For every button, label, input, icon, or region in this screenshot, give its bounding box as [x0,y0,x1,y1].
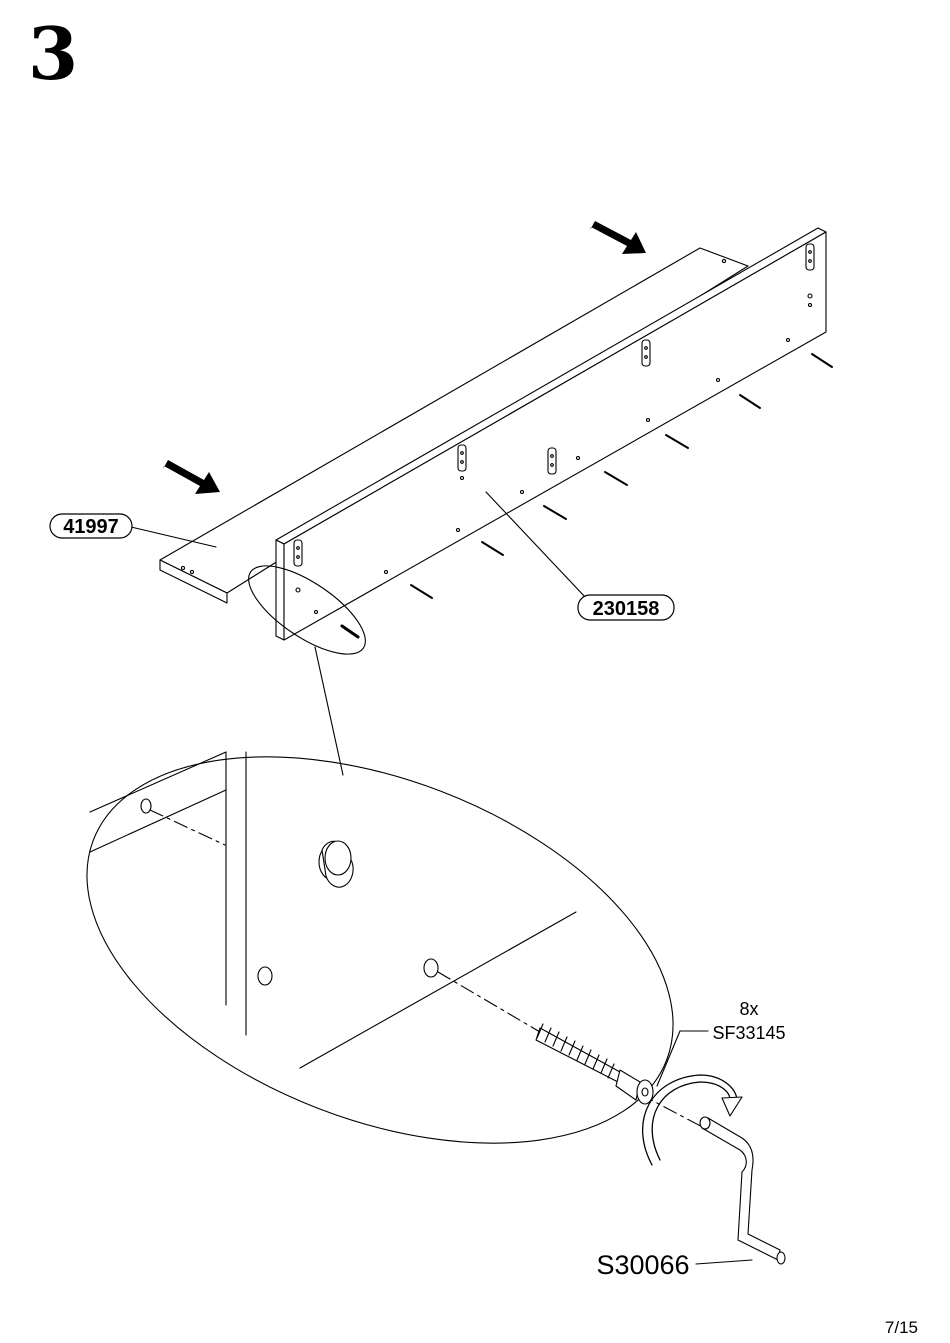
push-arrow-icon [163,460,220,494]
tool-code: S30066 [596,1250,689,1280]
screw-icon [536,1024,653,1104]
part-tag-41997: 41997 [50,514,132,538]
page-number: 7/15 [885,1318,918,1338]
part-tag-230158: 230158 [578,595,674,620]
allen-key-icon [700,1117,785,1264]
back-panel [276,228,826,640]
part-number-label: 230158 [593,598,660,620]
push-arrow-icon [590,221,646,254]
hardware-quantity: 8x [739,999,758,1019]
hardware-code: SF33145 [712,1023,785,1043]
part-number-label: 41997 [63,516,119,538]
rotate-arrow-icon [643,1075,742,1165]
dowel-icon [319,841,353,887]
magnified-detail-view [32,681,727,1218]
